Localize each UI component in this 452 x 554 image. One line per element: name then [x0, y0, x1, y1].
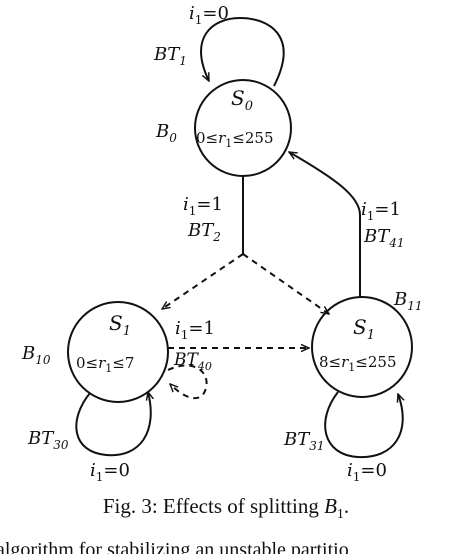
condition-bt41-label: i1=1: [361, 199, 401, 223]
state-s1-b11-range: 8≤r1≤255: [319, 353, 397, 374]
transition-bt1-self-loop: [200, 16, 285, 87]
split-arrow-to-b10: [162, 253, 244, 309]
state-s1-b11-name: S1: [353, 315, 375, 343]
transition-bt1-label: BT1: [153, 44, 187, 68]
transition-bt30-self-loop: [75, 392, 150, 457]
condition-bt31-label: i1=0: [347, 460, 387, 484]
transition-bt41-label: BT41: [363, 226, 405, 250]
state-s0-name: S0: [231, 86, 253, 114]
transition-bt40-label: BT40: [173, 350, 212, 373]
condition-bt30-label: i1=0: [90, 460, 130, 484]
transition-bt2-label: BT2: [187, 220, 221, 244]
block-b10-label: B10: [21, 343, 51, 367]
block-b11-label: B11: [393, 289, 423, 313]
block-b0-label: B0: [155, 121, 177, 145]
state-s1-b11-circle: [311, 296, 413, 398]
condition-bt2-label: i1=1: [183, 194, 223, 218]
transition-bt40-dashed-loop: [167, 364, 208, 399]
state-s1-b10-name: S1: [109, 311, 131, 339]
transition-bt30-label: BT30: [27, 428, 69, 452]
state-s1-b10-range: 0≤r1≤7: [76, 354, 134, 375]
transition-bt31-label: BT31: [283, 429, 325, 453]
condition-top-label: i1=0: [189, 3, 229, 27]
clipped-body-text: algorithm for stabilizing an unstable pa…: [0, 539, 349, 554]
state-s0-range: 0≤r1≤255: [196, 129, 274, 150]
transition-bt31-self-loop: [324, 391, 403, 459]
figure-caption: Fig. 3: Effects of splitting B1.: [103, 494, 349, 522]
state-s1-b10-circle: [67, 301, 169, 403]
split-arrow-to-b11: [242, 253, 329, 314]
transition-bt41-arrow: [289, 152, 361, 297]
condition-bt40-label: i1=1: [175, 318, 215, 342]
